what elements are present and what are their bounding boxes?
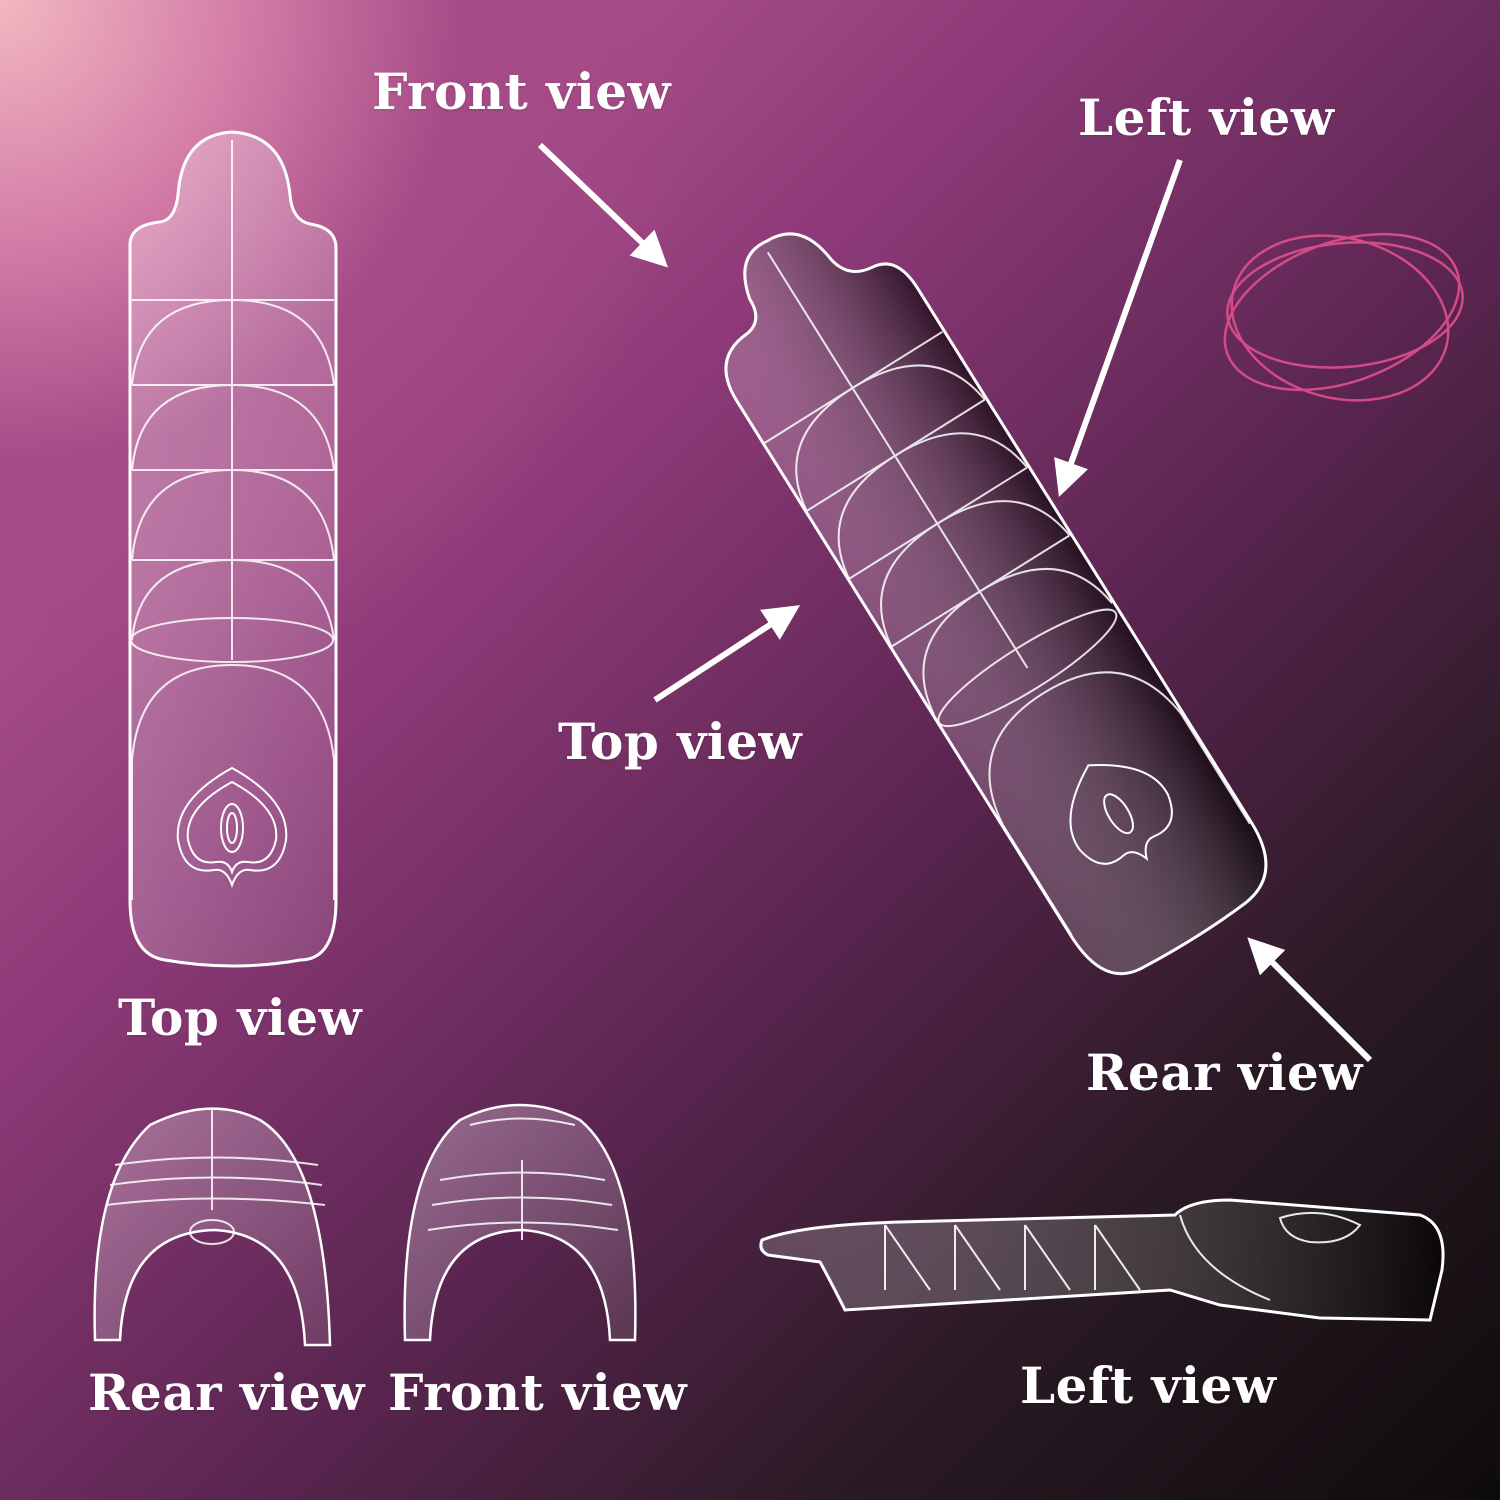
nail-form-angled-view <box>724 232 1268 975</box>
nail-form-top-view <box>128 130 338 968</box>
arrow-top-view-icon <box>653 605 801 703</box>
label-rear-view-bottom: Rear view <box>88 1363 365 1422</box>
arrow-front-view-icon <box>537 142 669 268</box>
arrow-rear-view-icon <box>1247 937 1373 1063</box>
label-left-view-top: Left view <box>1078 88 1335 147</box>
label-top-view-center: Top view <box>558 712 803 771</box>
arrow-left-view-icon <box>1054 158 1183 497</box>
nail-form-rear-view <box>93 1107 332 1347</box>
nail-form-left-view <box>759 1198 1445 1322</box>
heart-logo-icon-angled <box>1069 763 1173 865</box>
label-front-view-top: Front view <box>372 62 672 121</box>
decorative-rings-icon <box>1223 232 1464 402</box>
label-left-view-bottom: Left view <box>1020 1356 1277 1415</box>
label-rear-view-right: Rear view <box>1086 1043 1363 1102</box>
label-front-view-bottom: Front view <box>388 1363 688 1422</box>
heart-logo-icon <box>176 766 288 889</box>
label-top-view-left: Top view <box>118 988 363 1047</box>
nail-form-front-view <box>403 1103 637 1342</box>
